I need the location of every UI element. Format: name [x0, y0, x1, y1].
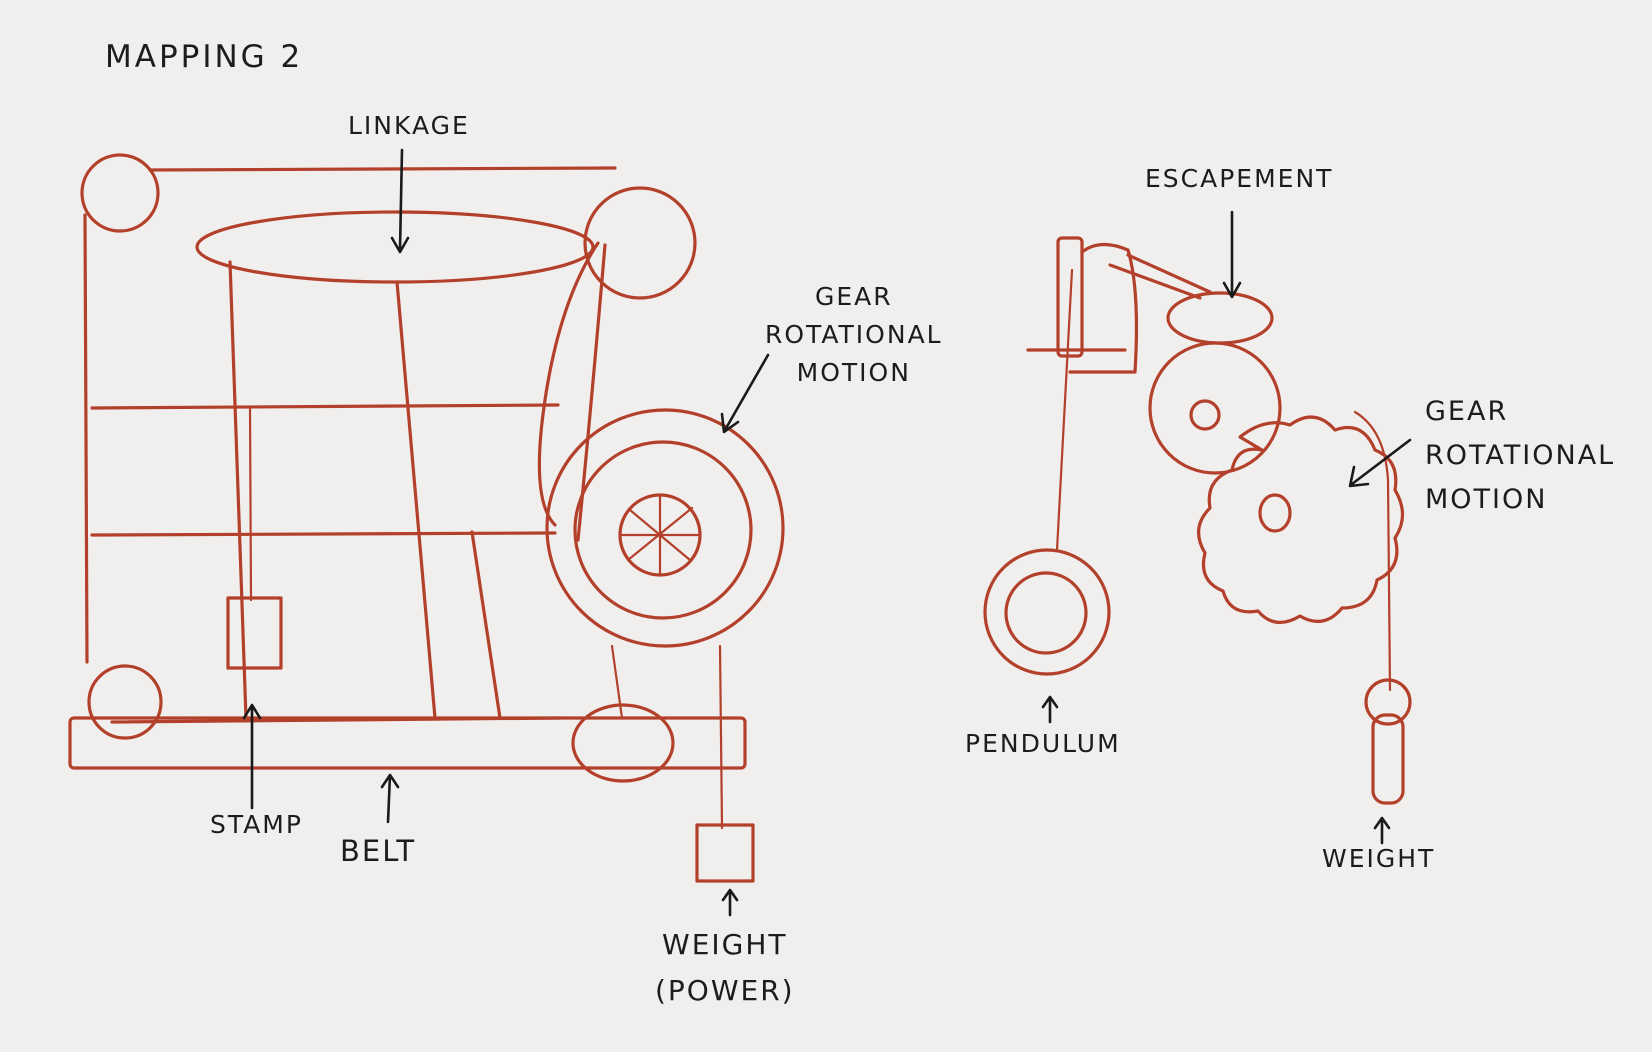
arrow-pendulum: [1043, 697, 1057, 722]
arrow-weight-right: [1375, 818, 1389, 843]
roller-top-left: [82, 155, 158, 231]
weight-string-left: [720, 646, 722, 828]
arrow-escapement: [1224, 212, 1240, 297]
arrow-weight-power: [723, 890, 737, 915]
stamp-block: [228, 598, 281, 668]
linkage-bar: [197, 212, 593, 282]
stamp-string: [250, 408, 251, 600]
grid-vertical-2: [397, 282, 435, 718]
grid-vertical-1: [230, 262, 246, 718]
grid-horizontal-2: [92, 533, 555, 535]
roller-bottom-left: [89, 666, 161, 738]
weight-bob-right: [1366, 680, 1410, 724]
belt: [70, 718, 745, 768]
grid-horizontal-1: [92, 405, 558, 408]
escapement-anchor: [1168, 293, 1272, 343]
grid-vertical-3: [472, 532, 500, 718]
linkage-arm: [539, 243, 605, 540]
arrow-belt: [382, 775, 398, 822]
gear-left-inner: [575, 442, 751, 618]
escape-wheel: [1150, 343, 1280, 473]
label-escapement: ESCAPEMENT: [1145, 165, 1333, 194]
arrow-linkage: [392, 150, 408, 252]
pendulum-bob-inner: [1006, 573, 1086, 653]
label-stamp: STAMP: [210, 811, 303, 840]
pendulum-bob-outer: [985, 550, 1109, 674]
label-pendulum: PENDULUM: [965, 730, 1121, 759]
label-belt: BELT: [340, 835, 416, 868]
left-machine: [70, 155, 783, 881]
gear-right-outline: [1199, 417, 1403, 622]
weight-cylinder-right: [1373, 715, 1403, 803]
escapement-arm: [1110, 255, 1210, 298]
gear-left-outer: [547, 410, 783, 646]
arrow-gear-right: [1350, 440, 1410, 486]
label-weight-right: WEIGHT: [1322, 845, 1435, 874]
weight-string-right: [1355, 412, 1390, 690]
label-weight-power: WEIGHT (POWER): [655, 922, 795, 1014]
weight-block-left: [697, 825, 753, 881]
label-gear-rotational-motion-right: GEAR ROTATIONAL MOTION: [1425, 390, 1615, 522]
diagram-title: MAPPING 2: [105, 40, 303, 76]
arrow-gear-left: [722, 355, 768, 432]
frame-outline: [85, 168, 615, 722]
escape-wheel-hub: [1191, 401, 1219, 429]
label-gear-rotational-motion-left: GEAR ROTATIONAL MOTION: [765, 278, 943, 392]
gear-right-hub: [1260, 495, 1290, 531]
label-linkage: LINKAGE: [348, 112, 470, 141]
